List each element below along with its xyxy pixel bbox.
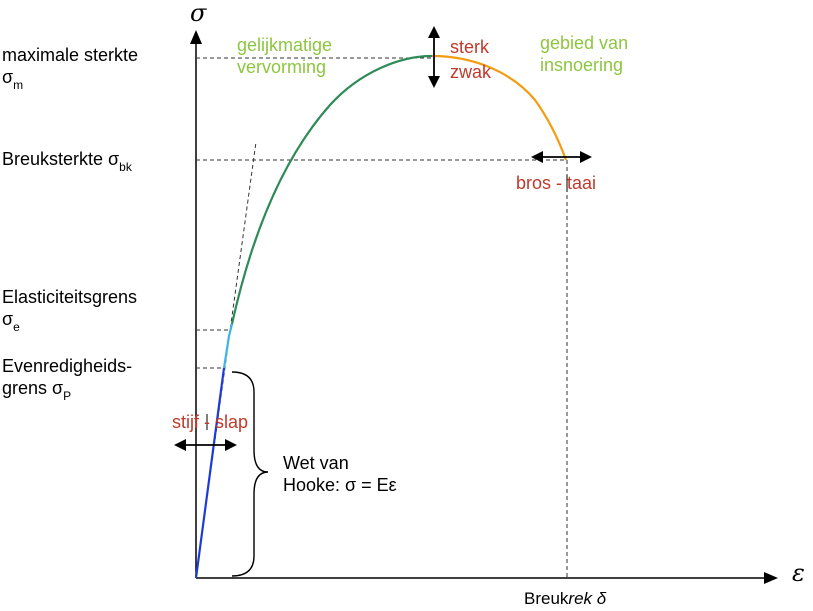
max-strength-label: maximale sterkte σm: [2, 44, 139, 92]
weak-arrowhead: [428, 76, 440, 88]
linear-segment: [194, 367, 226, 579]
proportional-limit-subscript: P: [63, 389, 72, 403]
brittle-arrowhead: [531, 151, 543, 163]
stiff-slack-label: stijf - slap: [172, 412, 249, 432]
max-strength-symbol: σ: [2, 67, 14, 87]
slack-arrowhead: [225, 439, 237, 451]
x-axis-symbol: ε: [792, 559, 805, 587]
proportional-limit-line1: Evenredigheids-: [2, 356, 133, 376]
uniform-deformation-label: gelijkmatige vervorming: [237, 34, 332, 78]
elastic-limit-symbol: σ: [2, 309, 14, 329]
weak-label: zwak: [450, 62, 492, 82]
break-strength-label: Breuksterkte σbk: [2, 148, 132, 174]
proportional-limit-text: grens σ: [2, 378, 64, 398]
max-strength-line1: maximale sterkte: [2, 45, 139, 65]
proportional-limit-label: Evenredigheids- grens σP: [2, 355, 133, 403]
break-strength-text: Breuksterkte σ: [2, 149, 120, 169]
stiff-arrowhead: [174, 439, 186, 451]
y-axis-arrowhead: [190, 30, 202, 44]
brittle-tough-label: bros - taai: [516, 173, 597, 193]
break-strain-prefix: Breuk: [524, 589, 569, 608]
necking-curve: [431, 54, 568, 161]
hooke-brace: [231, 371, 269, 577]
break-strain-symbol: δ: [596, 589, 607, 608]
hooke-law-line2: Hooke: σ = Eε: [283, 475, 397, 495]
proportional-limit-line2: grens σP: [2, 377, 132, 403]
necking-region-line2: insnoering: [540, 55, 624, 75]
break-strain-italic: rek: [568, 589, 593, 608]
necking-region-line1: gebied van: [540, 33, 629, 53]
elastic-segment: [222, 323, 234, 369]
hardening-curve: [230, 54, 433, 325]
x-axis-arrowhead: [764, 572, 778, 584]
break-strain-label: Breukrek δ: [524, 588, 606, 610]
elastic-limit-subscript: e: [13, 320, 20, 334]
max-strength-symbol-line: σm: [2, 66, 138, 92]
elastic-limit-label: Elasticiteitsgrens σe: [2, 286, 138, 334]
uniform-deformation-line2: vervorming: [237, 57, 327, 77]
y-axis-symbol: σ: [190, 0, 207, 27]
hooke-law-label: Wet van Hooke: σ = Eε: [283, 452, 397, 496]
uniform-deformation-line1: gelijkmatige: [237, 35, 333, 55]
strong-label: sterk: [450, 37, 490, 57]
break-strength-subscript: bk: [119, 160, 132, 174]
elastic-limit-symbol-line: σe: [2, 308, 137, 334]
tough-arrowhead: [580, 151, 592, 163]
max-strength-subscript: m: [13, 78, 24, 92]
elastic-limit-line1: Elasticiteitsgrens: [2, 287, 138, 307]
hooke-law-line1: Wet van: [283, 453, 349, 473]
strong-arrowhead: [428, 26, 440, 38]
necking-region-label: gebied van insnoering: [540, 32, 628, 76]
